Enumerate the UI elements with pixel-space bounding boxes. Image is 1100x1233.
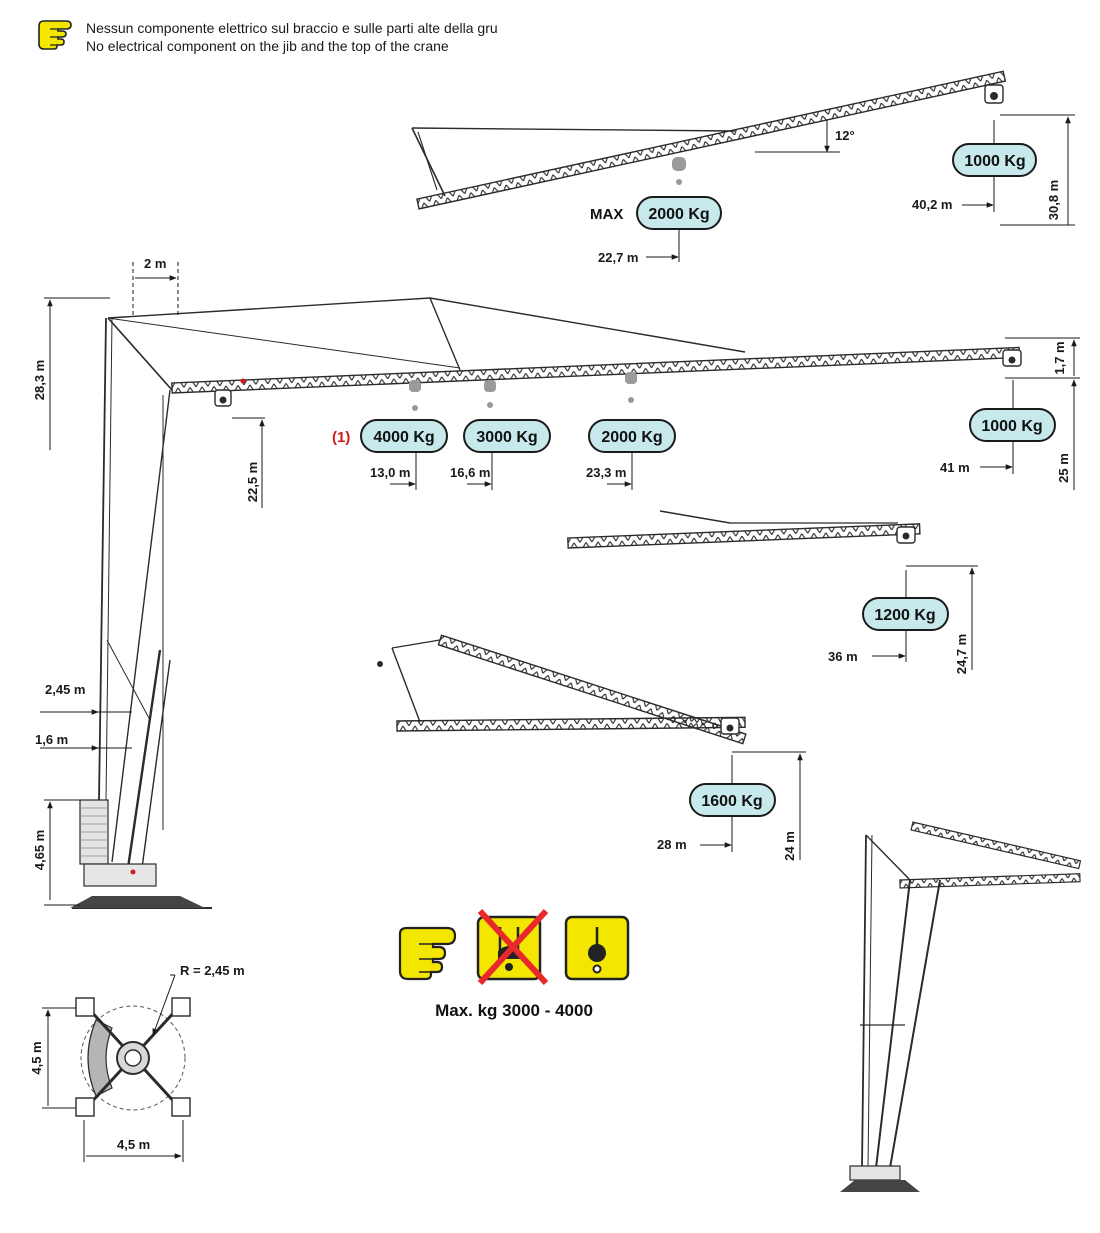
tower-height: 28,3 m bbox=[32, 360, 47, 400]
tip-rise: 1,7 m bbox=[1052, 341, 1067, 374]
base-width-2: 1,6 m bbox=[35, 732, 68, 747]
trolley-icon bbox=[720, 717, 740, 735]
radius-13: 13,0 m bbox=[370, 465, 410, 480]
height-36: 24,7 m bbox=[954, 634, 969, 674]
height-luffed: 30,8 m bbox=[1046, 180, 1061, 220]
pointing-hand-icon bbox=[398, 926, 457, 981]
luffed-jib-config: 12° 2000 Kg MAX 22,7 m 1000 Kg 40,2 m 30… bbox=[411, 70, 1075, 265]
warning-caption: Max. kg 3000 - 4000 bbox=[435, 1001, 593, 1020]
radius-36: 36 m bbox=[828, 649, 858, 664]
mast-offset: 2 m bbox=[144, 256, 166, 271]
base-width: 4,5 m bbox=[117, 1137, 150, 1152]
load-tip: 1000 Kg bbox=[964, 153, 1025, 170]
radius-tip: 40,2 m bbox=[912, 197, 952, 212]
load-3000: 3000 Kg bbox=[476, 429, 537, 446]
hook-icons bbox=[409, 372, 637, 411]
note-marker: (1) bbox=[332, 429, 350, 446]
single-fall-hook-icon bbox=[564, 915, 630, 981]
trolley-icon bbox=[896, 526, 916, 544]
note-english: No electrical component on the jib and t… bbox=[86, 38, 449, 54]
load-4000: 4000 Kg bbox=[373, 429, 434, 446]
radius-max: 22,7 m bbox=[598, 250, 638, 265]
base-depth: 4,5 m bbox=[29, 1041, 44, 1074]
hook-height: 22,5 m bbox=[245, 462, 260, 502]
tip-height: 25 m bbox=[1056, 453, 1071, 483]
warning-panel: Max. kg 3000 - 4000 bbox=[398, 908, 630, 1020]
max-label: MAX bbox=[590, 206, 623, 223]
load-pill-3000 bbox=[463, 419, 551, 453]
tip-trolley-icon bbox=[984, 84, 1004, 104]
base-plan: R = 2,45 m 4,5 m 4,5 m bbox=[29, 963, 245, 1162]
tip-trolley-icon bbox=[1002, 349, 1022, 367]
pointing-hand-icon bbox=[38, 20, 72, 50]
radius-28: 28 m bbox=[657, 837, 687, 852]
radius-16: 16,6 m bbox=[450, 465, 490, 480]
load-max: 2000 Kg bbox=[648, 206, 709, 223]
load-pill-4000 bbox=[360, 419, 448, 453]
config-36m: 1200 Kg 36 m 24,7 m bbox=[567, 510, 978, 674]
base-width-1: 2,45 m bbox=[45, 682, 85, 697]
radius-41: 41 m bbox=[940, 460, 970, 475]
height-28: 24 m bbox=[782, 831, 797, 861]
load-1600: 1600 Kg bbox=[701, 793, 762, 810]
config-28m: 1600 Kg 28 m 24 m bbox=[377, 634, 806, 861]
load-1200: 1200 Kg bbox=[874, 607, 935, 624]
main-config: 2 m 28,3 m 4,65 m 2,45 m 1,6 m 22,5 m bbox=[32, 256, 1080, 909]
header-note: Nessun componente elettrico sul braccio … bbox=[36, 18, 736, 58]
angle-label: 12° bbox=[835, 128, 855, 143]
load-2000: 2000 Kg bbox=[601, 429, 662, 446]
hook-icon bbox=[672, 157, 686, 185]
base-radius: R = 2,45 m bbox=[180, 963, 245, 978]
radius-23: 23,3 m bbox=[586, 465, 626, 480]
ballast-height: 4,65 m bbox=[32, 830, 47, 870]
two-fall-hook-icon bbox=[476, 908, 549, 986]
note-italian: Nessun componente elettrico sul braccio … bbox=[86, 20, 498, 36]
folded-crane bbox=[840, 821, 1082, 1192]
load-1000: 1000 Kg bbox=[981, 418, 1042, 435]
trolley-icon bbox=[214, 389, 232, 407]
